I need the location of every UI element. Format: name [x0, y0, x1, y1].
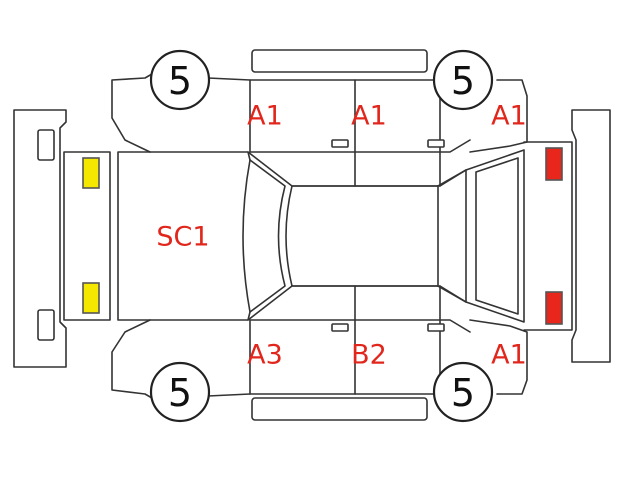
wheel-front-right-value: 5 [168, 371, 192, 415]
front-bumper [13, 109, 67, 368]
top-side-skirt [251, 49, 428, 73]
code-left-front-door: A1 [247, 101, 283, 132]
wheel-rear-right-value: 5 [451, 371, 475, 415]
wheel-front-left-value: 5 [168, 59, 192, 103]
wheel-rear-right: 5 [432, 361, 494, 423]
code-right-rear-quarter: A1 [491, 340, 527, 371]
wheel-front-left: 5 [149, 49, 211, 111]
code-left-rear-door: A1 [351, 101, 387, 132]
front-light-bottom [82, 282, 100, 314]
bottom-side-skirt [251, 397, 428, 421]
wheel-front-right: 5 [149, 361, 211, 423]
rear-light-top [545, 147, 563, 181]
rear-light-bottom [545, 291, 563, 325]
rear-bumper [571, 109, 611, 363]
code-hood: SC1 [156, 222, 209, 253]
wheel-rear-left-value: 5 [451, 59, 475, 103]
code-right-front-door: A3 [247, 340, 283, 371]
wheel-rear-left: 5 [432, 49, 494, 111]
code-right-rear-door: B2 [351, 340, 387, 371]
code-left-rear-quarter: A1 [491, 101, 527, 132]
front-light-top [82, 157, 100, 189]
